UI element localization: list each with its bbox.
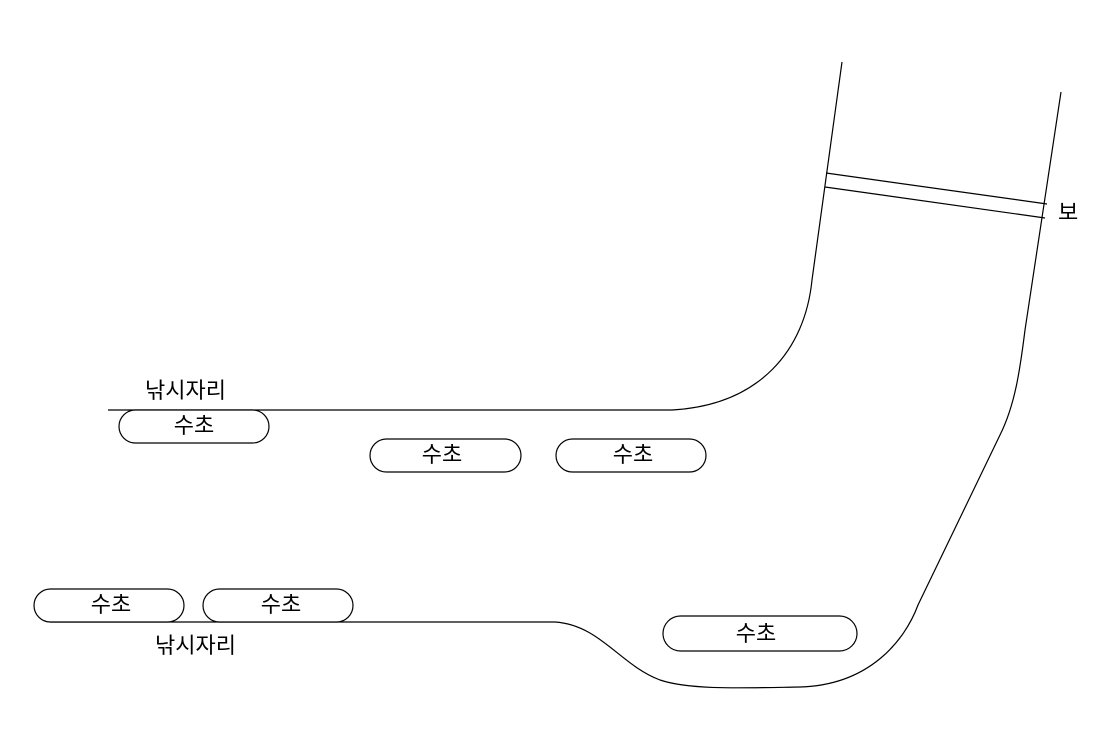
weed-bed-label: 수초: [174, 414, 214, 439]
weed-bed-2: 수초: [369, 438, 522, 473]
weed-bed-6: 수초: [662, 615, 858, 652]
weed-bed-5: 수초: [202, 588, 354, 623]
weed-bed-1: 수초: [118, 409, 270, 444]
weed-bed-label: 수초: [736, 622, 776, 647]
weed-bed-3: 수초: [555, 438, 707, 473]
weir-line-bottom: [824, 186, 1046, 219]
weir-label: 보: [1058, 201, 1078, 226]
weed-bed-label: 수초: [91, 593, 131, 618]
weed-bed-label: 수초: [613, 443, 653, 468]
weed-bed-label: 수초: [261, 593, 301, 618]
weed-bed-4: 수초: [33, 588, 185, 623]
fishing-spot-upper-label: 낚시자리: [145, 379, 226, 404]
fishing-spot-lower-label: 낚시자리: [155, 634, 236, 659]
upper-bank-line: [108, 61, 843, 411]
lower-bank-line: [50, 91, 1062, 689]
weir-line-top: [825, 172, 1048, 205]
weed-bed-label: 수초: [422, 443, 462, 468]
